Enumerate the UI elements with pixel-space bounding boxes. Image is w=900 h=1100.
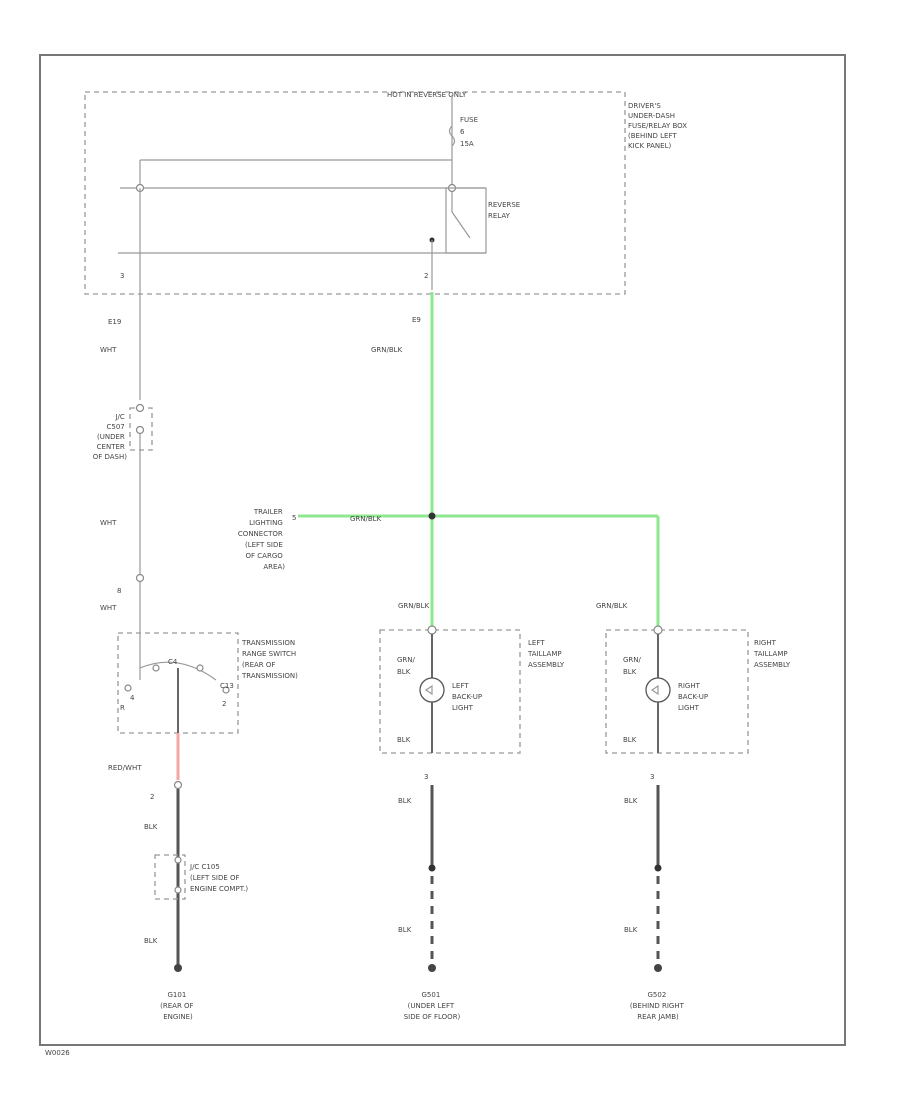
wire-grn-blk-right-lamp: GRN/BLK [596,602,628,610]
switch-pos-2: 2 [222,700,226,708]
left-backup-light-label: LEFT BACK-UP LIGHT [452,682,484,712]
left-blk-wire-2: BLK [398,926,412,934]
wire-wht-3: WHT [100,604,117,612]
fuse-symbol [448,125,456,147]
wire-grn-blk-label: GRN/BLK [371,346,403,354]
left-taillamp-label: LEFT TAILLAMP ASSEMBLY [527,639,565,669]
switch-pos-c4: C4 [168,658,178,666]
switch-pos-r: R [120,704,125,712]
right-backup-light-label: RIGHT BACK-UP LIGHT [678,682,710,712]
relay-switch-contact [451,211,471,239]
junction-c105-label: J/C C105 (LEFT SIDE OF ENGINE COMPT.) [189,863,248,893]
fuse-box-name: DRIVER'S UNDER-DASH FUSE/RELAY BOX (BEHI… [628,102,689,150]
left-branch: E19 WHT J/C C507 (UNDER CENTER OF DASH) … [93,290,298,1021]
left-blk-wire-1: BLK [398,797,412,805]
left-lamp-pin-label: 3 [424,773,428,781]
trailer-connector-label: TRAILER LIGHTING CONNECTOR (LEFT SIDE OF… [238,508,285,571]
pin-3-label: 3 [120,272,124,280]
switch-pos-c13: C13 [220,682,234,690]
wire-wht-2: WHT [100,519,117,527]
wire-red-wht-label: RED/WHT [108,764,142,772]
left-taillamp-assembly [379,629,521,754]
wire-blk-2-left: BLK [144,937,158,945]
pin-8-label: 8 [117,587,121,595]
pin-2-left-label: 2 [150,793,154,801]
switch-pos-4: 4 [130,694,135,702]
diagram-frame [39,54,846,1046]
ground-g502 [654,964,662,972]
right-lamp-pin-label: 3 [650,773,654,781]
ground-g501 [428,964,436,972]
ground-g101 [174,964,182,972]
splice-point [428,512,436,520]
junction-c105 [154,854,186,900]
right-lamp-blk-label: BLK [623,736,637,744]
ground-g502-label: G502 (BEHIND RIGHT REAR JAMB) [630,991,686,1021]
fuse-box-outline [84,91,626,295]
ground-g101-label: G101 (REAR OF ENGINE) [160,991,196,1021]
wire-grn-blk-left-lamp: GRN/BLK [398,602,430,610]
right-blk-wire-1: BLK [624,797,638,805]
fuse-relay-box: HOT IN REVERSE ONLY DRIVER'S UNDER-DASH … [84,91,689,295]
right-branch: GRN/BLK RIGHT TAILLAMP ASSEMBLY GRN/ BLK… [596,602,791,1021]
right-taillamp-label: RIGHT TAILLAMP ASSEMBLY [753,639,791,669]
wire-grn-blk-splice-label: GRN/BLK [350,515,382,523]
ground-g501-label: G501 (UNDER LEFT SIDE OF FLOOR) [404,991,461,1021]
right-blk-wire-2: BLK [624,926,638,934]
junction-c507-label: J/C C507 (UNDER CENTER OF DASH) [93,413,128,461]
reverse-relay-label: REVERSE RELAY [488,201,522,220]
right-taillamp-assembly [605,629,749,754]
pin-2-label: 2 [424,272,428,280]
wire-wht-1: WHT [100,346,117,354]
trailer-pin-label: 5 [292,514,296,522]
hot-in-reverse-label: HOT IN REVERSE ONLY [387,91,467,99]
transmission-switch-label: TRANSMISSION RANGE SWITCH (REAR OF TRANS… [241,639,298,680]
left-lamp-wire-label: GRN/ BLK [397,656,417,676]
conn-e19-label: E19 [108,318,121,326]
right-lamp-wire-label: GRN/ BLK [623,656,643,676]
wire-blk-1-left: BLK [144,823,158,831]
left-lamp-blk-label: BLK [397,736,411,744]
switch-arc [139,661,217,681]
fuse-label: FUSE 6 15A [460,116,480,148]
conn-e9-label: E9 [412,316,421,324]
center-branch: E9 GRN/BLK GRN/BLK 5 TRAILER LIGHTING CO… [238,292,660,1021]
footer-code: W0026 [45,1049,70,1057]
